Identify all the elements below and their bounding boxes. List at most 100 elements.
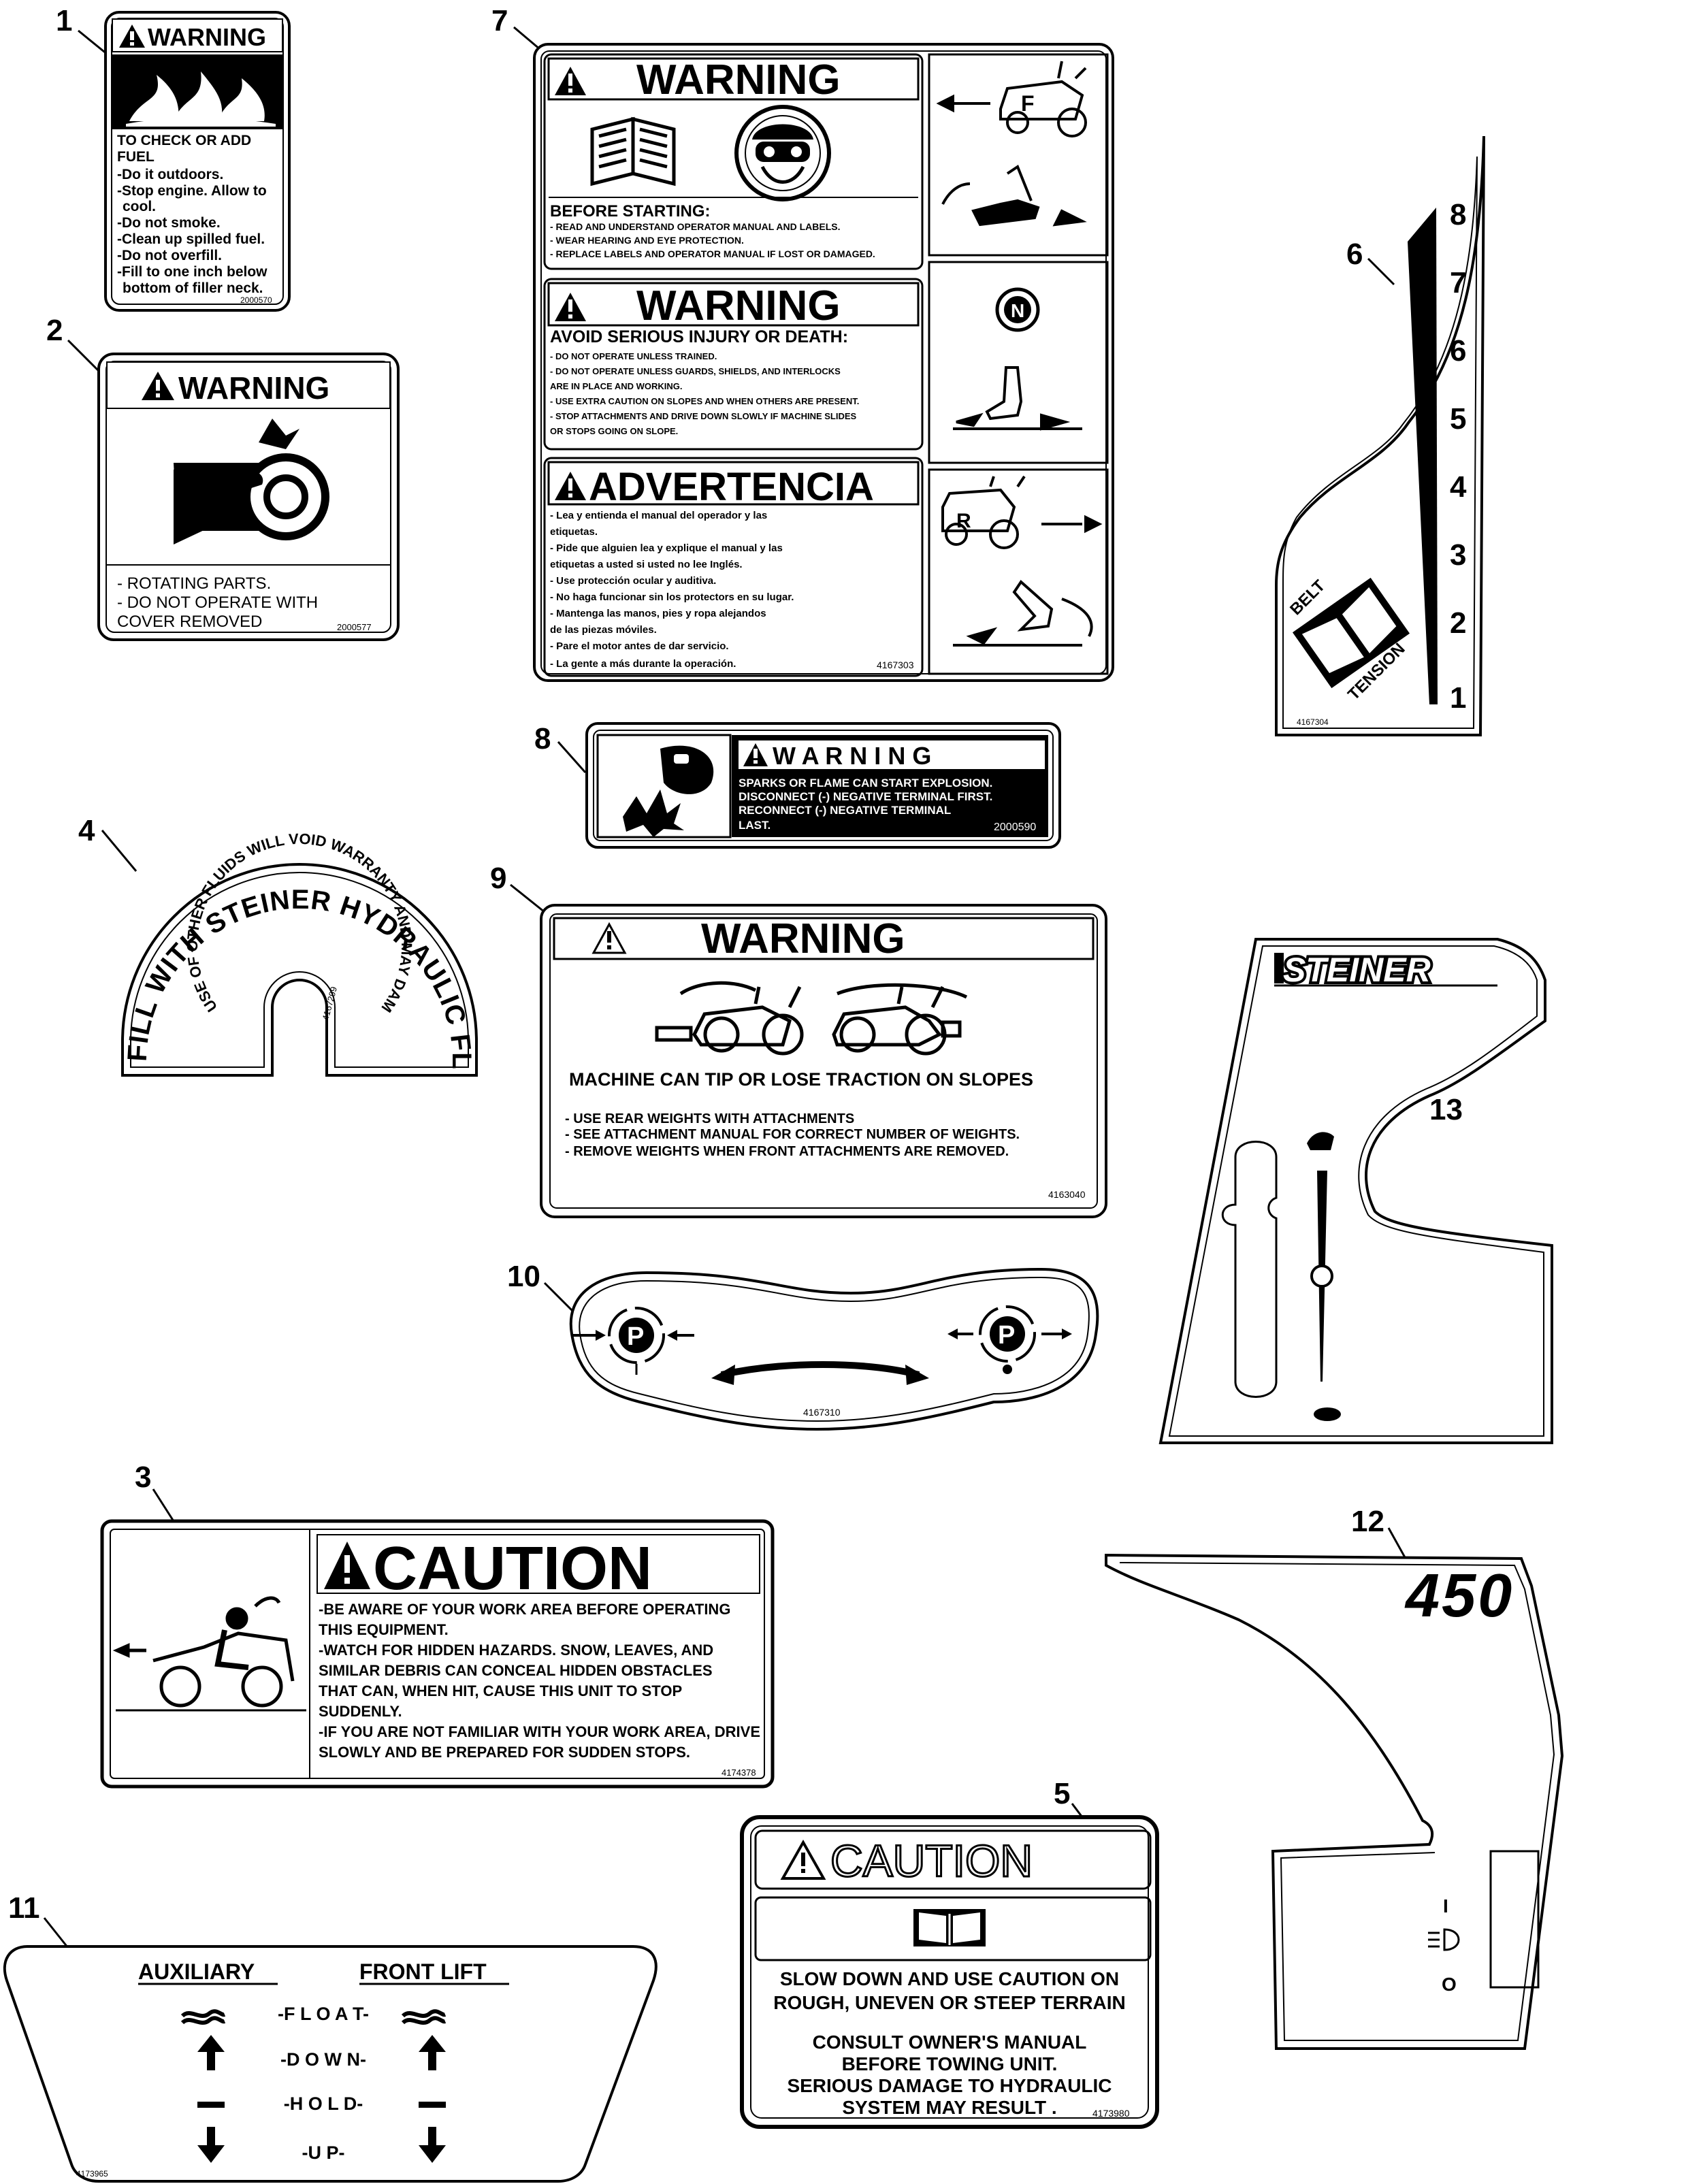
- decal-11-lift-controls: AUXILIARY FRONT LIFT -F L O A T- -D O W …: [3, 1945, 658, 2183]
- decal-9-main: MACHINE CAN TIP OR LOSE TRACTION ON SLOP…: [569, 1069, 1033, 1090]
- auxiliary-heading: AUXILIARY: [138, 1959, 255, 1984]
- text-line: etiquetas.: [550, 526, 598, 538]
- down-arrow-icons: [197, 2035, 446, 2070]
- throttle-scale: [1307, 1132, 1341, 1421]
- text-line: de las piezas móviles.: [550, 624, 657, 636]
- warning-triangle-icon: [555, 293, 586, 321]
- text-line: THAT CAN, WHEN HIT, CAUSE THIS UNIT TO S…: [319, 1682, 682, 1699]
- decal-7-advertencia-header: ADVERTENCIA: [589, 465, 874, 509]
- text-line: ROUGH, UNEVEN OR STEEP TERRAIN: [773, 1992, 1126, 2013]
- text-line: -Do not overfill.: [117, 248, 222, 263]
- text-line: etiquetas a usted si usted no lee Inglés…: [550, 559, 743, 570]
- reverse-tractor-icon: R: [941, 475, 1103, 549]
- foot-brake-icon: [953, 366, 1082, 431]
- text-line: -Do not smoke.: [117, 215, 221, 231]
- scale-number: 1: [1450, 681, 1466, 715]
- headlight-switch-icons: I O: [1428, 1895, 1460, 1995]
- flame-icon: [126, 71, 276, 127]
- float-label: -F L O A T-: [278, 2004, 369, 2024]
- forward-label: F: [1021, 91, 1035, 116]
- manual-icon: [590, 116, 676, 186]
- choke-icon: [1310, 1265, 1333, 1288]
- scale-number: 6: [1450, 334, 1466, 368]
- text-line: - Pare el motor antes de dar servicio.: [550, 640, 729, 652]
- callout-6: 6: [1346, 238, 1363, 271]
- text-line: SLOWLY AND BE PREPARED FOR SUDDEN STOPS.: [319, 1744, 690, 1761]
- decal-1-fuel-warning: WARNING TO CHECK OR ADD FUEL -Do it outd…: [104, 11, 291, 312]
- callout-1: 1: [56, 4, 72, 37]
- decal-7-warning-2-header: WARNING: [636, 282, 841, 329]
- scale-number: 2: [1450, 606, 1466, 640]
- model-number: 450: [1404, 1562, 1514, 1630]
- decal-3-text: -BE AWARE OF YOUR WORK AREA BEFORE OPERA…: [319, 1601, 760, 1761]
- callout-10: 10: [507, 1260, 540, 1293]
- decal-2-rotating-parts: WARNING - ROTATING PARTS. - DO NOT OPERA…: [97, 353, 400, 641]
- text-line: -BE AWARE OF YOUR WORK AREA BEFORE OPERA…: [319, 1601, 730, 1618]
- decal-5-header: CAUTION: [830, 1836, 1033, 1886]
- callout-4: 4: [78, 814, 95, 847]
- text-line: -Fill to one inch below: [117, 264, 268, 280]
- decal-9-slope-warning: WARNING MACHINE CAN TIP OR LOSE TRACTION…: [540, 904, 1107, 1218]
- callout-7: 7: [491, 4, 508, 37]
- part-number: 4173980: [1092, 2108, 1130, 2119]
- text-line: SYSTEM MAY RESULT .: [842, 2097, 1056, 2118]
- text-line: TO CHECK OR ADD: [117, 133, 251, 148]
- hold-label: -H O L D-: [284, 2093, 363, 2114]
- text-line: SERIOUS DAMAGE TO HYDRAULIC: [787, 2075, 1112, 2096]
- text-line: - REPLACE LABELS AND OPERATOR MANUAL IF …: [550, 248, 875, 259]
- turtle-icon: [1314, 1407, 1341, 1421]
- warning-triangle-icon: [555, 67, 586, 95]
- tension-scale-numbers: 8 7 6 5 4 3 2 1: [1450, 198, 1467, 715]
- warning-triangle-icon: [780, 1839, 826, 1880]
- decal-9-text: - USE REAR WEIGHTS WITH ATTACHMENTS - SE…: [565, 1111, 1020, 1159]
- part-number: 4167303: [877, 659, 914, 670]
- neutral-icon: N: [995, 287, 1040, 332]
- part-number: 4163040: [1048, 1189, 1086, 1200]
- warning-triangle-icon: [142, 372, 174, 400]
- headlight-icon: [1443, 1928, 1460, 1951]
- text-line: -Stop engine. Allow to: [117, 183, 267, 199]
- part-number: 2000577: [337, 622, 372, 632]
- part-number: 4167304: [1297, 717, 1329, 727]
- warning-triangle-icon: [119, 25, 145, 48]
- p-label: P: [627, 1322, 644, 1351]
- manual-icon: [913, 1909, 986, 1946]
- neutral-label: N: [1011, 300, 1024, 321]
- text-line: - La gente a más durante la operación.: [550, 658, 736, 670]
- text-line: SIMILAR DEBRIS CAN CONCEAL HIDDEN OBSTAC…: [319, 1662, 713, 1679]
- part-number: 2000590: [994, 821, 1036, 833]
- text-line: - DO NOT OPERATE UNLESS GUARDS, SHIELDS,…: [550, 366, 841, 376]
- decal-2-text: - ROTATING PARTS. - DO NOT OPERATE WITH …: [117, 574, 318, 631]
- park-brake-engaged-icon: P: [572, 1307, 694, 1375]
- decal-1-header: WARNING: [148, 23, 266, 51]
- decal-3-header: CAUTION: [373, 1535, 652, 1603]
- decal-7-warning-2-text: - DO NOT OPERATE UNLESS TRAINED. - DO NO…: [550, 351, 859, 436]
- eye-ear-protection-icon: [734, 105, 831, 201]
- brand-name: STEINER: [1283, 951, 1431, 989]
- off-label: O: [1442, 1974, 1457, 1995]
- key-slot: [1489, 1850, 1540, 1989]
- text-line: THIS EQUIPMENT.: [319, 1621, 449, 1638]
- hold-dash-icons: [197, 2102, 446, 2108]
- text-line: OR STOPS GOING ON SLOPE.: [550, 426, 678, 436]
- text-line: - ROTATING PARTS.: [117, 574, 271, 593]
- decal-7-warning-2-sub: AVOID SERIOUS INJURY OR DEATH:: [550, 327, 848, 346]
- callout-3: 3: [135, 1461, 151, 1494]
- forward-tractor-icon: F: [936, 61, 1087, 137]
- text-line: - Mantenga las manos, pies y ropa alejan…: [550, 608, 766, 619]
- text-line: cool.: [123, 199, 156, 214]
- down-label: -D O W N-: [280, 2049, 366, 2070]
- decal-7-operator-warnings: WARNING BEFORE STARTING: - READ AND UNDE…: [533, 43, 1114, 682]
- decal-7-warning-1-header: WARNING: [636, 56, 841, 103]
- decal-12-450-panel: 450 I O: [1105, 1553, 1564, 2050]
- warning-triangle-icon: [591, 922, 627, 954]
- float-icons: [180, 2009, 447, 2025]
- text-line: - READ AND UNDERSTAND OPERATOR MANUAL AN…: [550, 221, 840, 232]
- text-line: COVER REMOVED: [117, 613, 262, 631]
- decal-8-battery-warning: W A R N I N G SPARKS OR FLAME CAN START …: [585, 722, 1061, 849]
- text-line: FUEL: [117, 149, 155, 165]
- manual-icon: [1292, 577, 1410, 689]
- text-line: BEFORE TOWING UNIT.: [842, 2053, 1058, 2074]
- decal-5-text: SLOW DOWN AND USE CAUTION ON ROUGH, UNEV…: [773, 1968, 1126, 2118]
